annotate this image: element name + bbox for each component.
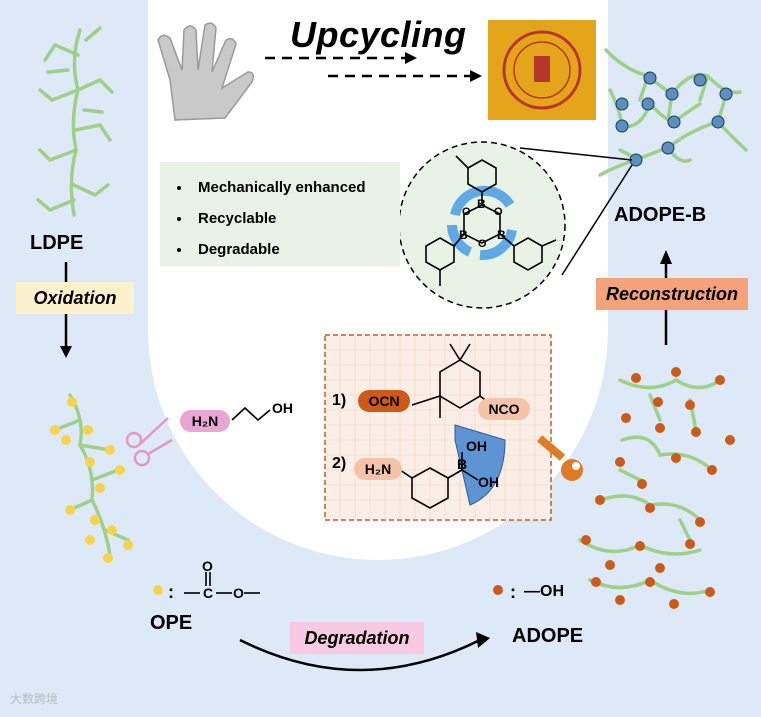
feature-list-panel: Mechanically enhanced Recyclable Degrada… bbox=[160, 162, 400, 266]
ethanolamine-hydroxyl: OH bbox=[272, 400, 293, 416]
hydroxyl-legend: —OH bbox=[524, 583, 564, 600]
reagent-step-1-number: 1) bbox=[332, 392, 347, 409]
boroxine-o-3: O bbox=[478, 238, 487, 250]
aminophenylboronic-structure bbox=[399, 452, 479, 509]
reagent-box-grid bbox=[325, 335, 551, 520]
feature-item: Recyclable bbox=[192, 203, 400, 234]
boroxine-o-1: O bbox=[462, 206, 471, 218]
scissors-icon bbox=[125, 417, 173, 467]
boroxine-crosslinks bbox=[615, 71, 733, 167]
ope-yellow-dots bbox=[50, 397, 133, 563]
ethanolamine-amine-pill: H₂N bbox=[180, 410, 230, 432]
feature-item: Mechanically enhanced bbox=[192, 172, 400, 203]
upcycling-arrows bbox=[265, 56, 470, 78]
adope-legend-colon: : bbox=[510, 582, 516, 602]
isocyanate-pill-left: OCN bbox=[358, 390, 410, 412]
isocyanate-pill-right: NCO bbox=[478, 398, 530, 420]
ethanolamine-bonds bbox=[231, 406, 271, 422]
aniline-amine-pill: H₂N bbox=[354, 458, 402, 480]
adope-label: ADOPE bbox=[512, 625, 584, 647]
ope-legend-colon: : bbox=[168, 582, 174, 602]
oxidation-step-tag: Oxidation bbox=[16, 282, 134, 314]
reagent-step-2-number: 2) bbox=[332, 455, 347, 472]
boroxine-b-top: B bbox=[477, 197, 486, 211]
ester-carbonyl-o: O bbox=[202, 558, 213, 574]
boronic-acid-highlight bbox=[454, 424, 506, 506]
ldpe-polymer bbox=[36, 26, 114, 217]
adope-orange-dots bbox=[581, 367, 735, 609]
ope-legend-dot bbox=[153, 585, 163, 595]
boronic-oh-bottom: OH bbox=[478, 474, 499, 490]
boroxine-zoom-circle bbox=[398, 141, 566, 309]
ester-oxygen: O bbox=[233, 585, 244, 601]
boroxine-structure bbox=[425, 155, 557, 286]
adope-b-label: ADOPE-B bbox=[614, 204, 707, 226]
adope-legend-dot bbox=[493, 585, 503, 595]
boroxine-o-2: O bbox=[494, 206, 503, 218]
boroxine-b-left: B bbox=[459, 228, 468, 242]
ester-carbon: C bbox=[203, 585, 214, 601]
boroxine-b-right: B bbox=[497, 228, 506, 242]
ester-legend-bonds bbox=[184, 572, 260, 594]
feature-item: Degradable bbox=[192, 234, 400, 265]
watermark: 大数跨境 bbox=[10, 692, 59, 706]
wrench-icon bbox=[536, 435, 583, 481]
boronic-oh-top: OH bbox=[466, 438, 487, 454]
boronic-b-atom: B bbox=[457, 456, 468, 472]
reagent-box bbox=[324, 334, 552, 521]
ldpe-label: LDPE bbox=[30, 232, 84, 254]
zoom-line-top bbox=[519, 147, 633, 161]
upcycling-title: Upcycling bbox=[290, 14, 467, 55]
zoom-line-bottom bbox=[561, 164, 633, 276]
ope-polymer bbox=[53, 393, 130, 557]
degradation-curve-arrow bbox=[239, 638, 481, 672]
reconstruction-step-tag: Reconstruction bbox=[596, 278, 748, 310]
plastic-glove-icon bbox=[157, 22, 255, 121]
ope-label: OPE bbox=[150, 612, 193, 634]
degradation-step-tag: Degradation bbox=[290, 622, 424, 654]
